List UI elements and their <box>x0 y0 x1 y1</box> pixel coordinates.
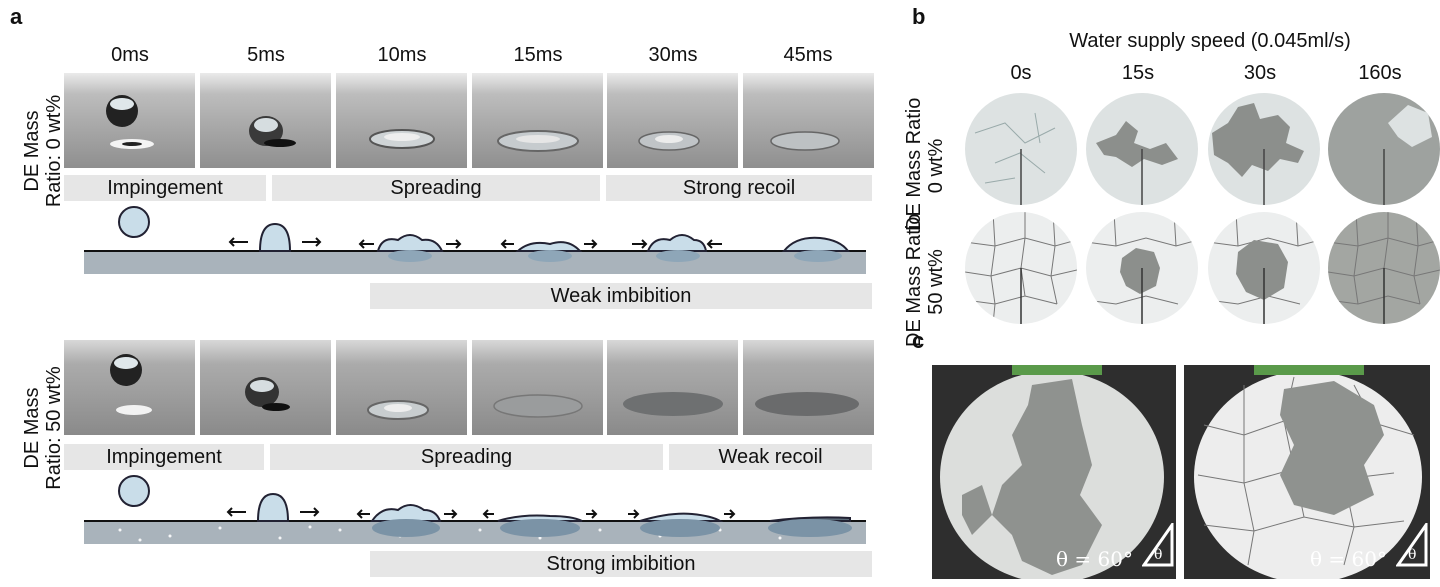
time-label: 15s <box>1121 62 1155 84</box>
panel-b-letter: b <box>912 4 926 29</box>
sample-disc <box>965 93 1077 205</box>
droplet-frame <box>336 340 467 435</box>
impact-schematic-0wt <box>84 206 866 274</box>
row-label-0wt: DE Mass Ratio: 0 wt% <box>21 76 65 226</box>
time-label: 30ms <box>648 44 698 66</box>
row-label-line2: Ratio: 50 wt% <box>43 366 65 490</box>
droplet-frame <box>64 73 195 168</box>
time-label: 45ms <box>783 44 833 66</box>
time-label: 30s <box>1243 62 1277 84</box>
stage-weak-recoil: Weak recoil <box>669 444 872 470</box>
panel-c-letter: c <box>912 328 925 353</box>
row-label-line1: DE Mass <box>21 387 43 469</box>
droplet-frame <box>472 73 603 168</box>
theta-symbol: θ <box>1154 547 1163 563</box>
incline-triangle-icon <box>1142 523 1174 567</box>
stage-strong-recoil: Strong recoil <box>606 175 872 201</box>
row-label-b-0wt: DE Mass Ratio 0 wt% <box>903 97 947 231</box>
droplet-frame <box>336 73 467 168</box>
stage-spreading: Spreading <box>272 175 600 201</box>
row-label-line2: Ratio: 0 wt% <box>43 94 65 208</box>
droplet-frame <box>200 340 331 435</box>
time-label: 0s <box>1010 62 1032 84</box>
panel-a-letter: a <box>10 4 23 29</box>
droplet-frame <box>200 73 331 168</box>
inclined-sample-photo-50wt: θ = 60° θ <box>1184 365 1430 579</box>
droplet-frame <box>607 340 738 435</box>
sample-disc <box>1086 212 1198 324</box>
sample-disc <box>1208 212 1320 324</box>
time-label: 160s <box>1358 62 1402 84</box>
droplet-frame <box>64 340 195 435</box>
droplet-frame <box>607 73 738 168</box>
stage-spreading: Spreading <box>270 444 663 470</box>
theta-symbol: θ <box>1408 547 1417 563</box>
time-label: 15ms <box>513 44 563 66</box>
row-label-line2: 50 wt% <box>925 249 947 315</box>
sample-disc <box>1208 93 1320 205</box>
water-supply-title: Water supply speed (0.045ml/s) <box>1069 30 1351 52</box>
sample-disc <box>1328 93 1440 205</box>
sample-disc <box>1328 212 1440 324</box>
angle-label: θ = 60° <box>1056 547 1133 571</box>
row-label-line2: 0 wt% <box>925 138 947 194</box>
droplet-frame <box>743 340 874 435</box>
row-label-b-50wt: DE Mass Ratio 50 wt% <box>903 214 947 347</box>
stage-impingement: Impingement <box>64 444 264 470</box>
time-label: 5ms <box>247 44 285 66</box>
stage-impingement: Impingement <box>64 175 266 201</box>
row-label-line1: DE Mass <box>21 110 43 192</box>
row-label-line1: DE Mass Ratio <box>903 97 925 231</box>
inclined-sample-photo-0wt: θ = 60° θ <box>932 365 1176 579</box>
angle-label: θ = 60° <box>1310 547 1387 571</box>
droplet-frame <box>472 340 603 435</box>
time-label: 10ms <box>377 44 427 66</box>
imbibition-weak: Weak imbibition <box>370 283 872 309</box>
imbibition-strong: Strong imbibition <box>370 551 872 577</box>
incline-triangle-icon <box>1396 523 1428 567</box>
row-label-50wt: DE Mass Ratio: 50 wt% <box>21 353 65 503</box>
time-label: 0ms <box>111 44 149 66</box>
sample-disc <box>1086 93 1198 205</box>
sample-disc <box>965 212 1077 324</box>
impact-schematic-50wt <box>84 475 866 544</box>
droplet-frame <box>743 73 874 168</box>
